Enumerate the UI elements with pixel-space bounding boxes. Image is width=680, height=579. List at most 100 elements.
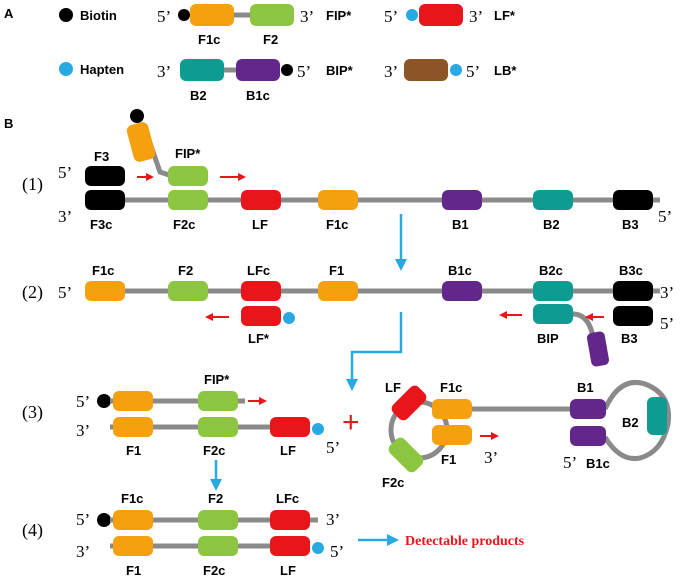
s1-f3c-segment (85, 190, 125, 210)
s1-b1-label: B1 (452, 217, 469, 232)
detectable-products-label: Detectable products (405, 534, 525, 549)
bip-b2-label: B2 (190, 88, 207, 103)
fip-f1c-label: F1c (198, 32, 220, 47)
s4-bottom-3-end: 3’ (76, 542, 90, 561)
fip-f2-label: F2 (263, 32, 278, 47)
lb-label: LB* (494, 63, 517, 78)
bip-5-end: 5’ (297, 62, 311, 81)
lf-hapten-icon (406, 9, 418, 21)
s1-lf-segment (241, 190, 281, 210)
s2-bip-b2-segment (533, 304, 573, 324)
s1-f3-segment (85, 166, 125, 186)
s2-b3-5-end: 5’ (660, 314, 674, 333)
biotin-legend-icon (59, 8, 73, 22)
s2-bip-label: BIP (537, 331, 559, 346)
s2-f1-segment (318, 281, 358, 301)
lf-primer-segment (419, 4, 463, 26)
hapten-legend-icon (59, 62, 73, 76)
step-3-label: (3) (22, 402, 43, 423)
s2-lfc-segment (241, 281, 281, 301)
s4-lf-label: LF (280, 563, 296, 578)
s2-f1-label: F1 (329, 263, 344, 278)
s3-bottom-5-end: 5’ (326, 438, 340, 457)
s4-f2c-label: F2c (203, 563, 225, 578)
s1-bottom-5-end: 5’ (658, 207, 672, 226)
lb-primer-segment (404, 59, 448, 81)
s3-loop-f1-label: F1 (441, 452, 456, 467)
s4-lfc-label: LFc (276, 491, 299, 506)
s3-f1-segment (113, 417, 153, 437)
bip-b2-segment (180, 59, 224, 81)
s4-f1c-label: F1c (121, 491, 143, 506)
s1-b1-segment (442, 190, 482, 210)
fip-label: FIP* (326, 8, 352, 23)
s3-loop-b1-label: B1 (577, 380, 594, 395)
s2-b1c-segment (442, 281, 482, 301)
s1-top-5-end: 5’ (58, 163, 72, 182)
s3-loop-lf-segment (391, 385, 427, 421)
s1-f3c-label: F3c (90, 217, 112, 232)
s3-loop-f1c-segment (432, 399, 472, 419)
panel-a-label: A (4, 6, 14, 21)
s3-loop-b1-segment (570, 399, 606, 419)
lf-5-end: 5’ (384, 7, 398, 26)
s3-loop-b1c-label: B1c (586, 456, 610, 471)
fip-f1c-segment (190, 4, 234, 26)
fip-biotin-icon (178, 9, 190, 21)
s2-right-3-end: 3’ (660, 283, 674, 302)
bip-b1c-label: B1c (246, 88, 270, 103)
lb-5-end: 5’ (466, 62, 480, 81)
legend-hapten-label: Hapten (80, 62, 124, 77)
s3-bottom-3-end: 3’ (76, 421, 90, 440)
s2-b3c-segment (613, 281, 653, 301)
panel-b-label: B (4, 116, 13, 131)
s2-lf-primer-label: LF* (248, 331, 270, 346)
s4-bottom-5-end: 5’ (330, 542, 344, 561)
s3-loop-f2c-segment (388, 437, 424, 473)
s4-top-3-end: 3’ (326, 510, 340, 529)
s3-loop-b2-label: B2 (622, 415, 639, 430)
s1-f2c-label: F2c (173, 217, 195, 232)
bip-biotin-icon (281, 64, 293, 76)
legend-biotin-label: Biotin (80, 8, 117, 23)
s2-lf-primer-segment (241, 306, 281, 326)
s2-f1c-label: F1c (92, 263, 114, 278)
s4-f1c-segment (113, 510, 153, 530)
bip-3-end: 3’ (157, 62, 171, 81)
s1-fip-label: FIP* (175, 146, 201, 161)
s1-b3-segment (613, 190, 653, 210)
s3-loop-5-end: 5’ (563, 453, 577, 472)
s3-fip-f1c-segment (113, 391, 153, 411)
s3-loop-b2-segment (647, 397, 667, 435)
s3-lf-hapten-icon (312, 423, 324, 435)
s2-b3c-label: B3c (619, 263, 643, 278)
s3-f2c-segment (198, 417, 238, 437)
s2-b2c-segment (533, 281, 573, 301)
lf-label: LF* (494, 8, 516, 23)
step-1-label: (1) (22, 174, 43, 195)
s4-lf-segment (270, 536, 310, 556)
s2-b2c-label: B2c (539, 263, 563, 278)
s4-lfc-segment (270, 510, 310, 530)
s2-f1c-segment (85, 281, 125, 301)
s2-f2-label: F2 (178, 263, 193, 278)
step-4-label: (4) (22, 520, 43, 541)
s3-lf-label: LF (280, 443, 296, 458)
s4-f2-label: F2 (208, 491, 223, 506)
s3-loop-f1-segment (432, 425, 472, 445)
s1-lf-label: LF (252, 217, 268, 232)
s1-f3-label: F3 (94, 149, 109, 164)
s3-fip-f2-segment (198, 391, 238, 411)
s3-right-loop (602, 380, 672, 462)
s2-to-s3-arrow (346, 312, 403, 391)
s2-left-5-end: 5’ (58, 283, 72, 302)
s2-b3-label: B3 (621, 331, 638, 346)
s4-f1-label: F1 (126, 563, 141, 578)
s3-top-5-end: 5’ (76, 392, 90, 411)
fip-f2-segment (250, 4, 294, 26)
lf-3-end: 3’ (469, 7, 483, 26)
s1-b2-segment (533, 190, 573, 210)
s3-biotin-icon (97, 394, 111, 408)
s2-b3-primer-segment (613, 306, 653, 326)
